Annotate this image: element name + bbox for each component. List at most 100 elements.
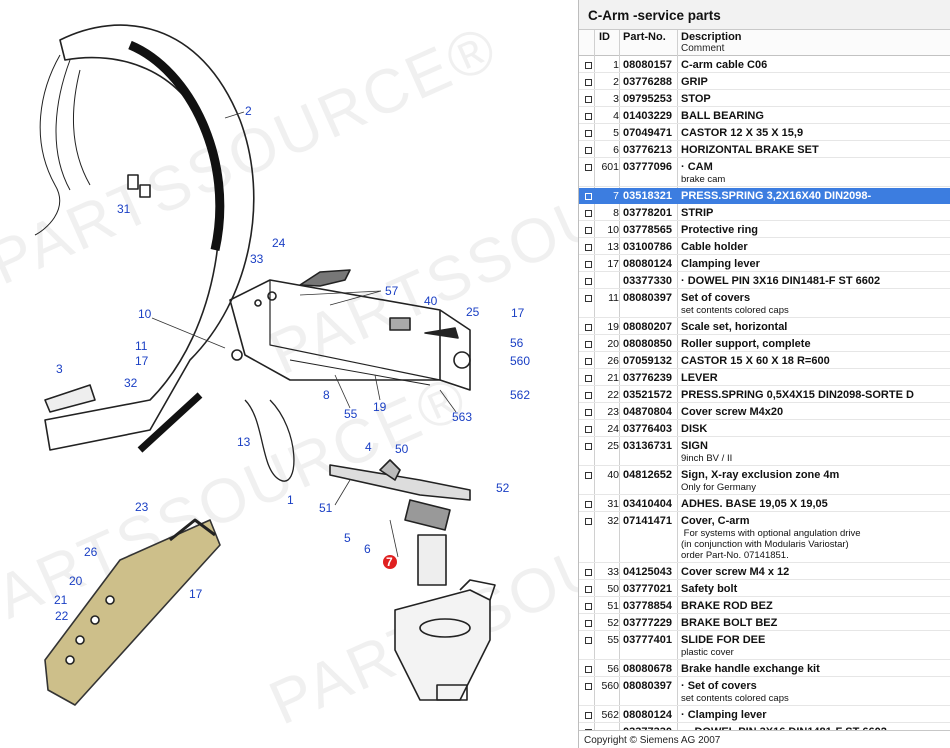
- callout-7-highlighted[interactable]: 7: [386, 555, 393, 569]
- row-checkbox[interactable]: [585, 358, 592, 365]
- callout-4[interactable]: 4: [365, 440, 372, 454]
- column-header-id[interactable]: ID: [599, 31, 610, 43]
- callout-22[interactable]: 22: [55, 609, 69, 623]
- callout-8[interactable]: 8: [323, 388, 330, 402]
- row-checkbox[interactable]: [585, 96, 592, 103]
- row-checkbox[interactable]: [585, 620, 592, 627]
- callout-21[interactable]: 21: [54, 593, 68, 607]
- callout-10[interactable]: 10: [138, 307, 152, 321]
- callout-51[interactable]: 51: [319, 501, 333, 515]
- row-checkbox[interactable]: [585, 569, 592, 576]
- callout-560[interactable]: 560: [510, 354, 531, 368]
- row-checkbox[interactable]: [585, 501, 592, 508]
- callout-3[interactable]: 3: [56, 362, 63, 376]
- parts-row[interactable]: 03377330· · DOWEL PIN 3X16 DIN1481-F ST …: [579, 724, 950, 730]
- row-checkbox[interactable]: [585, 637, 592, 644]
- row-checkbox[interactable]: [585, 295, 592, 302]
- callout-13[interactable]: 13: [237, 435, 251, 449]
- row-checkbox[interactable]: [585, 603, 592, 610]
- callout-17c[interactable]: 17: [189, 587, 203, 601]
- callout-55[interactable]: 55: [344, 407, 358, 421]
- row-checkbox[interactable]: [585, 193, 592, 200]
- row-checkbox[interactable]: [585, 341, 592, 348]
- row-checkbox[interactable]: [585, 683, 592, 690]
- row-checkbox[interactable]: [585, 227, 592, 234]
- row-checkbox[interactable]: [585, 244, 592, 251]
- row-checkbox[interactable]: [585, 261, 592, 268]
- row-checkbox[interactable]: [585, 392, 592, 399]
- row-checkbox[interactable]: [585, 443, 592, 450]
- callout-50[interactable]: 50: [395, 442, 409, 456]
- row-checkbox[interactable]: [585, 586, 592, 593]
- callout-5[interactable]: 5: [344, 531, 351, 545]
- callout-25[interactable]: 25: [466, 305, 480, 319]
- column-header-part-no[interactable]: Part-No.: [623, 31, 666, 43]
- row-checkbox[interactable]: [585, 518, 592, 525]
- callout-40[interactable]: 40: [424, 294, 438, 308]
- callout-23[interactable]: 23: [135, 500, 149, 514]
- callout-2[interactable]: 2: [245, 104, 252, 118]
- row-checkbox[interactable]: [585, 147, 592, 154]
- row-checkbox[interactable]: [585, 324, 592, 331]
- callout-17[interactable]: 17: [511, 306, 525, 320]
- callout-26[interactable]: 26: [84, 545, 98, 559]
- row-checkbox[interactable]: [585, 62, 592, 69]
- callout-562[interactable]: 562: [510, 388, 531, 402]
- callout-56[interactable]: 56: [510, 336, 524, 350]
- column-header-description[interactable]: Description: [681, 31, 742, 43]
- row-checkbox[interactable]: [585, 210, 592, 217]
- callout-24[interactable]: 24: [272, 236, 286, 250]
- callout-17b[interactable]: 17: [135, 354, 149, 368]
- callout-32[interactable]: 32: [124, 376, 138, 390]
- row-checkbox[interactable]: [585, 729, 592, 730]
- callout-52[interactable]: 52: [496, 481, 510, 495]
- callout-20[interactable]: 20: [69, 574, 83, 588]
- callout-57[interactable]: 57: [385, 284, 399, 298]
- callout-19[interactable]: 19: [373, 400, 387, 414]
- row-checkbox[interactable]: [585, 278, 592, 285]
- callout-6[interactable]: 6: [364, 542, 371, 556]
- row-checkbox[interactable]: [585, 79, 592, 86]
- row-checkbox[interactable]: [585, 666, 592, 673]
- callout-31[interactable]: 31: [117, 202, 131, 216]
- callout-1[interactable]: 1: [287, 493, 294, 507]
- parts-row[interactable]: 03377330· DOWEL PIN 3X16 DIN1481-F ST 66…: [579, 273, 950, 289]
- row-checkbox[interactable]: [585, 426, 592, 433]
- row-checkbox[interactable]: [585, 130, 592, 137]
- row-checkbox[interactable]: [585, 472, 592, 479]
- row-checkbox[interactable]: [585, 164, 592, 171]
- row-checkbox[interactable]: [585, 375, 592, 382]
- callout-563[interactable]: 563: [452, 410, 473, 424]
- callout-11[interactable]: 11: [135, 339, 148, 353]
